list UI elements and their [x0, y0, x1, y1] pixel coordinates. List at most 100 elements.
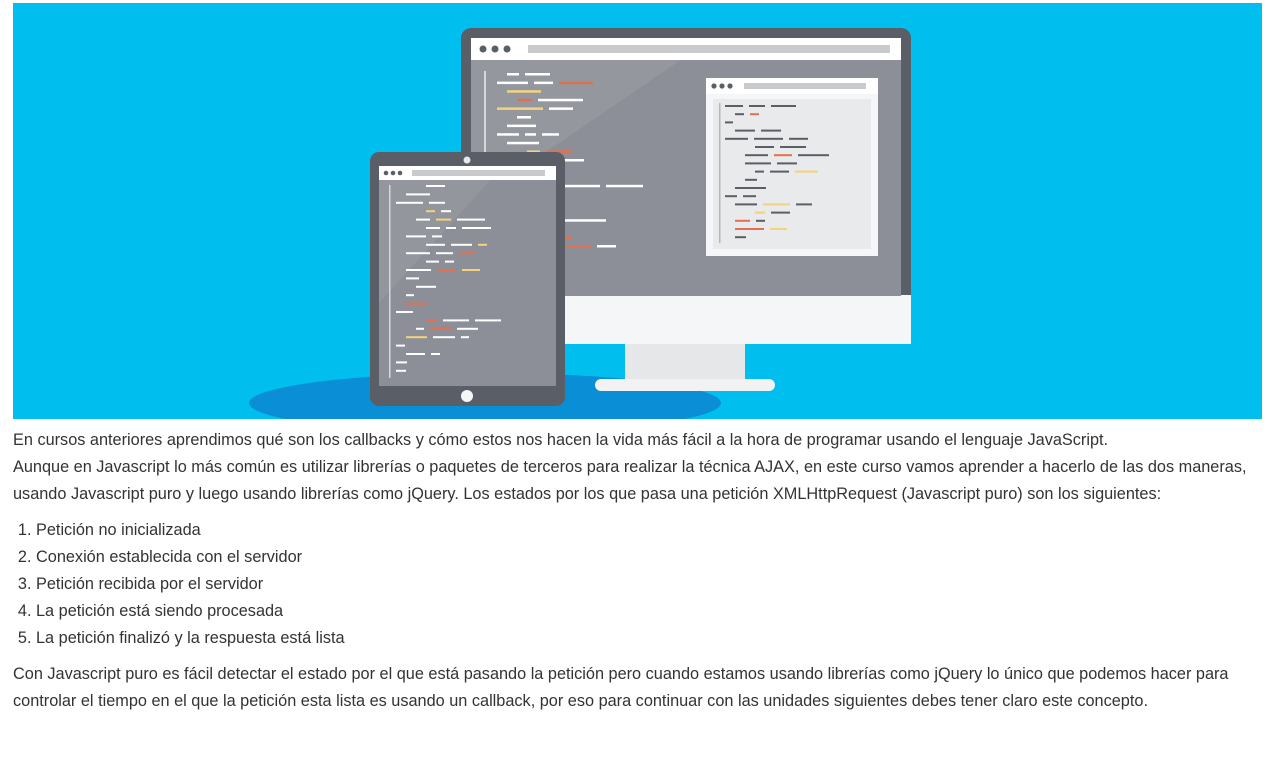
- code-line-mark: [725, 195, 737, 198]
- tablet-camera: [463, 156, 471, 164]
- code-line-mark: [406, 336, 427, 339]
- code-line-mark: [798, 154, 829, 157]
- code-line-mark: [517, 98, 532, 102]
- code-line-mark: [497, 133, 519, 136]
- list-item: Petición recibida por el servidor: [36, 571, 1263, 598]
- code-line-mark: [780, 146, 806, 148]
- code-line-mark: [725, 137, 748, 140]
- code-line-mark: [735, 113, 744, 116]
- code-line-mark: [507, 90, 541, 93]
- code-line-mark: [396, 369, 406, 372]
- article-body: En cursos anteriores aprendimos qué son …: [13, 427, 1263, 715]
- code-line-mark: [777, 162, 797, 165]
- code-line-mark: [527, 150, 540, 153]
- code-line-mark: [406, 252, 430, 255]
- code-line-mark: [745, 178, 757, 181]
- code-line-mark: [431, 353, 440, 355]
- code-line-mark: [461, 336, 469, 339]
- code-line-mark: [429, 201, 445, 204]
- code-line-mark: [396, 311, 413, 313]
- code-line-mark: [416, 285, 436, 288]
- code-line-mark: [475, 319, 501, 322]
- code-line-mark: [445, 260, 454, 263]
- code-line-mark: [432, 235, 442, 238]
- code-line-mark: [745, 154, 768, 157]
- code-line-mark: [406, 302, 427, 305]
- code-line-mark: [441, 210, 451, 213]
- code-line-mark: [443, 319, 469, 322]
- code-line-mark: [426, 185, 445, 187]
- code-line-mark: [555, 184, 600, 188]
- code-line-mark: [406, 353, 425, 355]
- code-line-mark: [606, 184, 643, 188]
- code-line-mark: [743, 195, 756, 198]
- code-line-mark: [406, 235, 426, 238]
- code-line-mark: [436, 252, 453, 255]
- code-line-mark: [396, 201, 423, 204]
- code-line-mark: [507, 124, 536, 128]
- intro-paragraph: Aunque en Javascript lo más común es uti…: [13, 458, 1247, 503]
- code-line-mark: [525, 73, 550, 76]
- code-line-mark: [426, 210, 435, 213]
- list-item: Conexión establecida con el servidor: [36, 544, 1263, 571]
- code-line-mark: [426, 227, 440, 229]
- code-line-mark: [735, 228, 764, 230]
- code-line-mark: [507, 73, 519, 76]
- code-line-mark: [396, 344, 405, 347]
- code-line-mark: [542, 133, 559, 136]
- monitor-base: [595, 379, 775, 391]
- list-item: La petición está siendo procesada: [36, 598, 1263, 625]
- code-line-mark: [795, 170, 818, 173]
- code-line-mark: [735, 219, 750, 222]
- code-line-mark: [735, 203, 757, 206]
- code-line-mark: [735, 187, 766, 189]
- code-line-mark: [538, 98, 583, 102]
- code-line-mark: [770, 228, 787, 230]
- code-line-mark: [771, 211, 790, 214]
- code-line-mark: [406, 193, 430, 196]
- devices-code-illustration: [249, 28, 911, 419]
- code-line-mark: [559, 81, 593, 85]
- code-line-mark: [563, 219, 606, 222]
- code-line-mark: [426, 260, 439, 263]
- closing-paragraph: Con Javascript puro es fácil detectar el…: [13, 665, 1229, 710]
- code-line-mark: [735, 129, 755, 132]
- tablet-home-button: [461, 390, 473, 402]
- code-line-mark: [436, 218, 451, 221]
- code-line-mark: [725, 105, 743, 107]
- monitor-stand: [625, 338, 745, 383]
- code-line-mark: [763, 203, 790, 206]
- code-line-mark: [457, 218, 485, 221]
- code-line-mark: [478, 243, 487, 246]
- code-line-mark: [457, 327, 478, 330]
- code-line-mark: [497, 81, 528, 85]
- hero-banner: [13, 3, 1262, 419]
- code-line-mark: [560, 236, 571, 239]
- code-line-mark: [525, 133, 536, 136]
- code-line-mark: [462, 269, 480, 271]
- code-line-mark: [564, 245, 591, 248]
- code-line-mark: [462, 227, 491, 229]
- list-item: Petición no inicializada: [36, 517, 1263, 544]
- code-line-mark: [745, 162, 771, 165]
- code-line-mark: [437, 269, 456, 271]
- code-line-mark: [750, 113, 759, 116]
- code-line-mark: [546, 150, 572, 153]
- code-line-mark: [433, 336, 455, 339]
- request-states-list: Petición no inicializada Conexión establ…: [13, 517, 1263, 652]
- code-line-mark: [725, 121, 733, 124]
- code-line-mark: [754, 137, 783, 140]
- list-item: La petición finalizó y la respuesta está…: [36, 625, 1263, 652]
- intro-paragraph-line1: En cursos anteriores aprendimos qué son …: [13, 431, 1109, 449]
- code-line-mark: [755, 211, 765, 214]
- code-line-mark: [534, 81, 553, 85]
- code-line-mark: [549, 107, 573, 110]
- code-line-mark: [597, 245, 616, 248]
- code-line-mark: [426, 243, 445, 246]
- code-line-mark: [451, 243, 472, 246]
- code-line-mark: [771, 105, 796, 107]
- code-line-mark: [735, 236, 746, 239]
- code-line-mark: [755, 146, 774, 148]
- code-line-mark: [416, 218, 430, 221]
- code-line-mark: [770, 170, 789, 173]
